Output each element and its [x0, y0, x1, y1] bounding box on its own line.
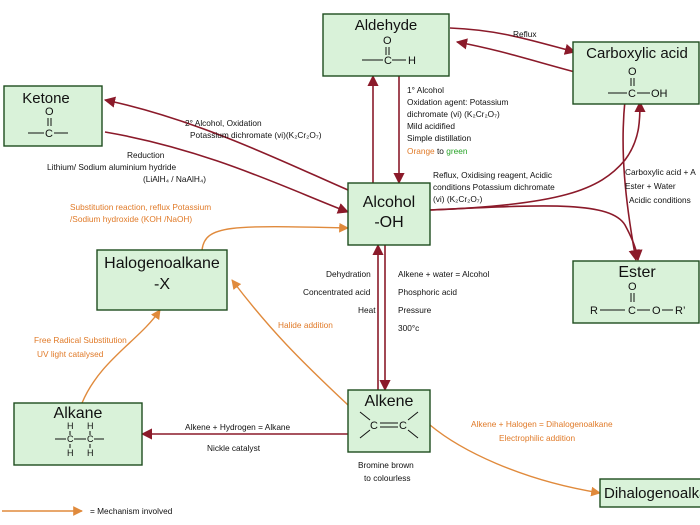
node-alcohol: Alcohol -OH [347, 182, 431, 246]
mechanism-arrows [81, 222, 601, 497]
svg-text:Mild acidified: Mild acidified [407, 121, 455, 131]
node-halogenoalkane: Halogenoalkane -X [96, 249, 228, 311]
svg-text:Reduction: Reduction [127, 150, 165, 160]
arrow-alkane-to-halogenoalkane [81, 309, 161, 404]
svg-text:Alkene + Halogen = Dihalogenoa: Alkene + Halogen = Dihalogenoalkane [471, 419, 613, 429]
svg-text:H: H [87, 421, 94, 431]
svg-text:Dehydration: Dehydration [326, 269, 371, 279]
svg-text:H: H [408, 55, 416, 67]
svg-text:C: C [399, 420, 407, 432]
svg-text:Halide addition: Halide addition [278, 320, 333, 330]
svg-text:Free Radical Substitution: Free Radical Substitution [34, 335, 127, 345]
svg-text:Alkene + Hydrogen = Alkane: Alkene + Hydrogen = Alkane [185, 422, 291, 432]
node-alkane: Alkane H H C C H H [13, 402, 143, 466]
svg-text:R’: R’ [675, 305, 685, 317]
svg-text:Acidic conditions: Acidic conditions [629, 195, 691, 205]
legend-text: = Mechanism involved [90, 506, 173, 516]
arrow-alcohol-to-ester [429, 205, 643, 262]
arrow-carboxylic-to-ester [622, 99, 640, 262]
svg-text:conditions Potassium dichromat: conditions Potassium dichromate [433, 182, 555, 192]
svg-text:dichromate (vi) (K₂Cr₂O₇): dichromate (vi) (K₂Cr₂O₇) [407, 109, 500, 119]
svg-text:C: C [628, 88, 636, 100]
svg-text:Reflux, Oxidising reagent, Aci: Reflux, Oxidising reagent, Acidic [433, 170, 552, 180]
svg-text:OH: OH [651, 88, 668, 100]
svg-text:Alkene + water = Alcohol: Alkene + water = Alcohol [398, 269, 489, 279]
svg-text:2° Alcohol, Oxidation: 2° Alcohol, Oxidation [185, 118, 262, 128]
svg-text:300°c: 300°c [398, 323, 419, 333]
node-ester-title: Ester [618, 264, 656, 281]
svg-text:H: H [87, 448, 94, 458]
node-halogenoalkane-title: Halogenoalkane [104, 255, 220, 272]
svg-text:(vi) (K₂Cr₂O₇): (vi) (K₂Cr₂O₇) [433, 194, 483, 204]
node-carboxylic-acid: Carboxylic acid O C OH [572, 41, 700, 105]
node-alcohol-group: -OH [374, 214, 403, 231]
alkane-structure: H H C C H H [55, 421, 104, 458]
svg-text:(LiAlH₄ / NaAlH₄): (LiAlH₄ / NaAlH₄) [143, 174, 206, 184]
node-aldehyde-title: Aldehyde [355, 17, 418, 34]
arrow-halogenoalkane-to-alcohol [201, 222, 349, 251]
node-alkene: Alkene C C [347, 389, 431, 453]
svg-text:H: H [67, 421, 74, 431]
label-colour-change: Orange to green [407, 146, 468, 156]
reaction-labels: Reflux 1° Alcohol Oxidation agent: Potas… [34, 29, 696, 483]
svg-text:Substitution reaction, reflux: Substitution reaction, reflux Potassium [70, 202, 211, 212]
arrow-alcohol-to-ketone [103, 96, 349, 191]
node-alkene-title: Alkene [365, 393, 414, 410]
svg-text:C: C [628, 305, 636, 317]
svg-text:Ester + Water: Ester + Water [625, 181, 676, 191]
svg-text:UV light catalysed: UV light catalysed [37, 349, 104, 359]
svg-text:C: C [384, 55, 392, 67]
svg-text:Lithium/ Sodium aluminium hydr: Lithium/ Sodium aluminium hydride [47, 162, 177, 172]
svg-text:Carboxylic acid + A: Carboxylic acid + A [625, 167, 696, 177]
node-alcohol-title: Alcohol [363, 194, 415, 211]
node-carboxylic-title: Carboxylic acid [586, 45, 688, 62]
arrow-alkene-to-halogenoalkane [231, 279, 349, 406]
node-dihalogenoalkane-title: Dihalogenoalkane [604, 485, 700, 502]
arrow-carboxylic-to-aldehyde [455, 38, 576, 73]
svg-text:O: O [628, 66, 637, 78]
svg-text:C: C [67, 434, 74, 444]
svg-text:O: O [45, 106, 54, 118]
svg-text:Simple distillation: Simple distillation [407, 133, 471, 143]
reaction-arrows [103, 27, 646, 440]
node-ester: Ester O R C O R’ [572, 260, 700, 324]
svg-text:Nickle catalyst: Nickle catalyst [207, 443, 261, 453]
svg-text:H: H [67, 448, 74, 458]
arrow-alcohol-to-carboxylic [429, 100, 646, 211]
arrow-ketone-to-alcohol [104, 131, 350, 214]
svg-text:C: C [45, 128, 53, 140]
svg-text:Potassium dichromate (vi)(K₂Cr: Potassium dichromate (vi)(K₂Cr₂O₇) [190, 130, 322, 140]
svg-text:C: C [370, 420, 378, 432]
svg-text:C: C [87, 434, 94, 444]
svg-text:1° Alcohol: 1° Alcohol [407, 85, 444, 95]
svg-text:Concentrated acid: Concentrated acid [303, 287, 371, 297]
node-aldehyde: Aldehyde O C H [322, 13, 450, 77]
legend: = Mechanism involved [2, 506, 173, 516]
node-halogenoalkane-group: -X [154, 276, 170, 293]
label-reflux: Reflux [513, 29, 537, 39]
svg-text:Heat: Heat [358, 305, 376, 315]
svg-text:O: O [628, 281, 637, 293]
svg-text:Oxidation agent: Potassium: Oxidation agent: Potassium [407, 97, 509, 107]
svg-text:R: R [590, 305, 598, 317]
svg-text:/Sodium hydroxide (KOH /NaOH): /Sodium hydroxide (KOH /NaOH) [70, 214, 192, 224]
svg-text:Bromine brown: Bromine brown [358, 460, 414, 470]
node-dihalogenoalkane: Dihalogenoalkane [599, 478, 700, 508]
arrow-alkene-to-dihalogenoalkane [429, 424, 601, 497]
svg-text:O: O [383, 35, 392, 47]
node-ketone: Ketone O C [3, 85, 103, 147]
svg-text:Pressure: Pressure [398, 305, 432, 315]
node-ketone-title: Ketone [22, 90, 70, 107]
svg-text:O: O [652, 305, 661, 317]
arrow-aldehyde-to-carboxylic [449, 27, 577, 55]
svg-text:Phosphoric acid: Phosphoric acid [398, 287, 457, 297]
node-alkane-title: Alkane [54, 405, 103, 422]
svg-text:to colourless: to colourless [364, 473, 411, 483]
svg-text:Electrophilic addition: Electrophilic addition [499, 433, 575, 443]
